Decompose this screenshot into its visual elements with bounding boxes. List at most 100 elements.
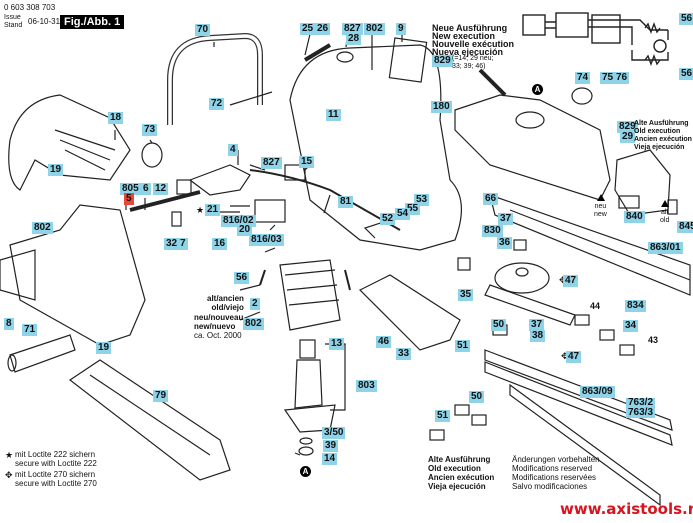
part-label[interactable]: 4 [228, 144, 238, 156]
cross-icon: ✥ [561, 351, 569, 361]
part-label[interactable]: 8 [4, 318, 14, 330]
cross-icon: ✥ [559, 275, 567, 285]
part-label[interactable]: 20 [237, 224, 253, 236]
old-execution-label-en: Old execution [428, 464, 481, 473]
part-label[interactable]: 34 [623, 320, 639, 332]
part-label[interactable]: 180 [431, 101, 452, 113]
part-label[interactable]: 14 [322, 453, 338, 465]
part-number: 0 603 308 703 [4, 3, 56, 12]
old-execution-label-es: Vieja ejecución [428, 482, 486, 491]
part-label[interactable]: 16 [212, 238, 228, 250]
gear [494, 262, 550, 294]
part-label[interactable]: 37 [498, 213, 514, 225]
part-label[interactable]: 13 [329, 338, 345, 350]
figure-label: Fig./Abb. 1 [60, 15, 125, 29]
part-label[interactable]: 72 [209, 98, 225, 110]
armature [294, 359, 323, 409]
reference-marker-a: A [300, 466, 311, 477]
part-label[interactable]: 863/09 [580, 386, 615, 398]
part-label[interactable]: 50 [469, 391, 485, 403]
part-label[interactable]: 50 [491, 319, 507, 331]
part-label[interactable]: 29 [620, 131, 636, 143]
part-label[interactable]: 70 [195, 24, 211, 36]
part-label[interactable]: 802 [364, 23, 385, 35]
part-label[interactable]: 18 [108, 112, 124, 124]
part-label[interactable]: 66 [483, 193, 499, 205]
part-label[interactable]: 19 [96, 342, 112, 354]
part-label[interactable]: 816/03 [249, 234, 284, 246]
part-label[interactable]: 54 [395, 208, 411, 220]
part-label[interactable]: 71 [22, 324, 38, 336]
part-label[interactable]: 39 [323, 440, 339, 452]
part-label[interactable]: 805 [120, 183, 141, 195]
issue-label: Issue Stand [4, 14, 23, 29]
part-label[interactable]: 21 [205, 204, 221, 216]
part-label[interactable]: 52 [380, 213, 396, 225]
part-label[interactable]: 74 [575, 72, 591, 84]
part-label[interactable]: 830 [482, 225, 503, 237]
part-label[interactable]: 11 [326, 109, 341, 121]
part-label[interactable]: 829 [617, 121, 638, 133]
part-label[interactable]: 33 [396, 348, 412, 360]
old-execution-label-en: Old execution [634, 128, 681, 135]
part-label[interactable]: 827 [342, 23, 363, 35]
part-label[interactable]: 73 [142, 124, 158, 136]
part-label[interactable]: 7 [178, 238, 188, 250]
modifications-note-es: Salvo modificaciones [512, 482, 588, 491]
issue-date: 06-10-31 [28, 17, 61, 26]
part-label[interactable]: 51 [455, 340, 471, 352]
part-label[interactable]: 3/50 [322, 427, 346, 439]
old-arrow-label: alt old [660, 209, 670, 224]
new-version-date: ca. Oct. 2000 [194, 331, 242, 340]
part-label[interactable]: 47 [566, 351, 582, 363]
part-label[interactable]: 19 [48, 164, 64, 176]
part-label[interactable]: 840 [624, 211, 645, 223]
part-label[interactable]: 38 [530, 330, 546, 342]
part-label[interactable]: 56 [234, 272, 250, 284]
part-label[interactable]: 51 [435, 410, 451, 422]
modifications-note-de: Änderungen vorbehalten [512, 455, 600, 464]
motor-housing [289, 44, 463, 251]
part-label[interactable]: 26 [315, 23, 331, 35]
new-version-label: neu/nouveau new/nuevo [194, 313, 244, 331]
old-execution-label-de: Alte Ausführung [634, 120, 689, 127]
part-label: 44 [590, 301, 601, 311]
part-label[interactable]: 827 [261, 157, 282, 169]
part-label[interactable]: 76 [614, 72, 630, 84]
part-label[interactable]: 56 [679, 68, 693, 80]
dust-extraction-hood [8, 94, 131, 191]
part-label[interactable]: 802 [243, 318, 264, 330]
old-execution-label-fr: Ancien exécution [428, 473, 495, 482]
handle-bow [167, 32, 263, 125]
part-label[interactable]: 81 [338, 196, 354, 208]
part-label[interactable]: 75 [600, 72, 616, 84]
part-label[interactable]: 37 [529, 319, 545, 331]
part-label[interactable]: 845 [677, 221, 693, 233]
part-label[interactable]: 79 [153, 390, 169, 402]
part-label[interactable]: 47 [563, 275, 579, 287]
part-label[interactable]: 25 [300, 23, 316, 35]
part-label[interactable]: 46 [376, 336, 392, 348]
part-label[interactable]: 2 [250, 298, 260, 310]
part-label[interactable]: 802 [32, 222, 53, 234]
part-label[interactable]: 15 [299, 156, 315, 168]
guide-rail [68, 359, 231, 481]
new-arrow-label: neu new [594, 203, 607, 218]
part-label[interactable]: 803 [356, 380, 377, 392]
part-label-highlighted[interactable]: 5 [124, 193, 134, 205]
part-label[interactable]: 6 [141, 183, 151, 195]
part-label[interactable]: 35 [458, 289, 474, 301]
part-label[interactable]: 28 [346, 33, 362, 45]
part-label[interactable]: 834 [625, 300, 646, 312]
part-label[interactable]: 829 [432, 55, 453, 67]
part-label[interactable]: 12 [153, 183, 169, 195]
website-watermark: www.axistools.ru [560, 500, 693, 518]
part-label[interactable]: 32 [164, 238, 180, 250]
gear-housing [454, 94, 611, 201]
part-label[interactable]: 56 [679, 13, 693, 25]
part-label[interactable]: 36 [497, 237, 513, 249]
part-label[interactable]: 9 [396, 23, 406, 35]
part-label[interactable]: 763/2 763/3 [626, 397, 656, 418]
part-label[interactable]: 863/01 [648, 242, 683, 254]
